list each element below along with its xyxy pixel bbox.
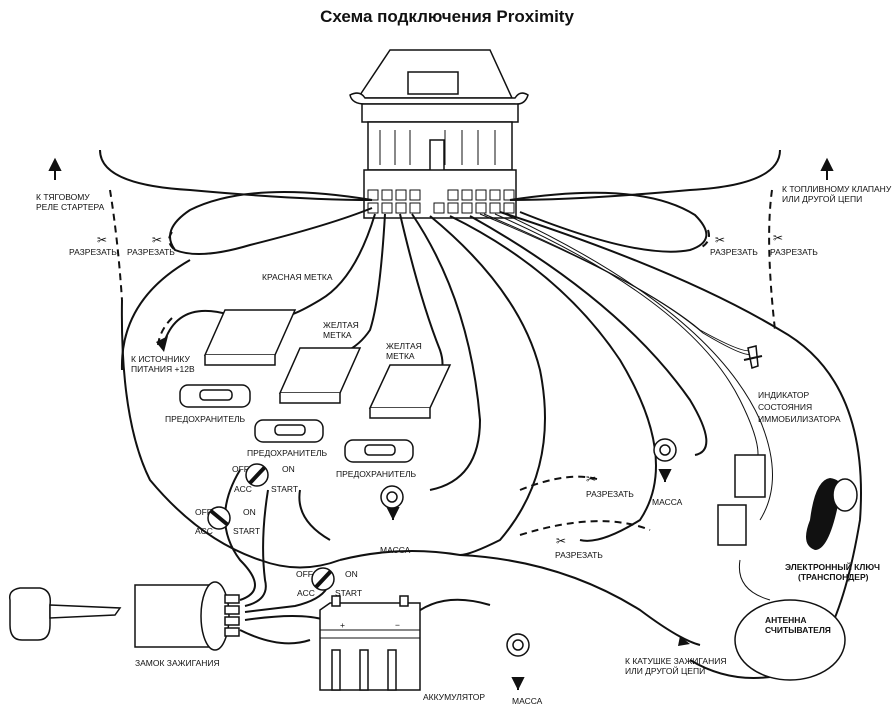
- label-cut: РАЗРЕЗАТЬ: [770, 247, 818, 257]
- switch-label-on: ON: [282, 464, 295, 474]
- switch-label-start: START: [335, 588, 362, 598]
- label-indicator: ИММОБИЛИЗАТОРА: [758, 414, 841, 424]
- fuses: [179, 384, 414, 463]
- transponder-parts: [717, 345, 858, 681]
- switch-label-start: START: [271, 484, 298, 494]
- scissors-icons: ✂ ✂ ✂ ✂ ✂ ✂: [97, 231, 783, 548]
- label-starter-relay: РЕЛЕ СТАРТЕРА: [36, 202, 105, 212]
- switch-label-acc: ACC: [297, 588, 315, 598]
- label-fuse: ПРЕДОХРАНИТЕЛЬ: [336, 469, 417, 479]
- switch-label-acc: ACC: [195, 526, 213, 536]
- label-indicator: ИНДИКАТОР: [758, 390, 809, 400]
- arrow-down-icon: [156, 336, 168, 352]
- label-antenna: СЧИТЫВАТЕЛЯ: [765, 625, 831, 635]
- switch-label-acc: ACC: [234, 484, 252, 494]
- label-yellow-mark: ЖЕЛТАЯ: [323, 320, 359, 330]
- label-yellow-mark: ЖЕЛТАЯ: [386, 341, 422, 351]
- switch-label-off: OFF: [232, 464, 249, 474]
- label-electronic-key: ЭЛЕКТРОННЫЙ КЛЮЧ: [785, 561, 880, 572]
- label-plus: +: [340, 620, 345, 630]
- switch-label-on: ON: [345, 569, 358, 579]
- arrow-up-icon: [48, 157, 62, 180]
- label-cut: РАЗРЕЗАТЬ: [555, 550, 603, 560]
- label-yellow-mark: МЕТКА: [386, 351, 415, 361]
- label-indicator: СОСТОЯНИЯ: [758, 402, 812, 412]
- label-fuse: ПРЕДОХРАНИТЕЛЬ: [247, 448, 328, 458]
- label-cut: РАЗРЕЗАТЬ: [127, 247, 175, 257]
- scissors-icon: ✂: [97, 233, 107, 247]
- diagram-title: Схема подключения Proximity: [320, 7, 574, 26]
- label-fuse: ПРЕДОХРАНИТЕЛЬ: [165, 414, 246, 424]
- label-red-mark: КРАСНАЯ МЕТКА: [262, 272, 333, 282]
- label-starter-relay: К ТЯГОВОМУ: [36, 192, 90, 202]
- label-fuel-valve: К ТОПЛИВНОМУ КЛАПАНУ: [782, 184, 892, 194]
- label-electronic-key: (ТРАНСПОНДЕР): [798, 572, 869, 582]
- ignition-switches: [207, 463, 335, 591]
- scissors-icon: ✂: [586, 472, 596, 486]
- label-ignition-lock: ЗАМОК ЗАЖИГАНИЯ: [135, 658, 220, 668]
- label-minus: −: [395, 620, 400, 630]
- label-cut: РАЗРЕЗАТЬ: [710, 247, 758, 257]
- label-ignition-coil: К КАТУШКЕ ЗАЖИГАНИЯ: [625, 656, 727, 666]
- switch-label-off: OFF: [296, 569, 313, 579]
- wires: [99, 149, 862, 679]
- label-battery: АККУМУЛЯТОР: [423, 692, 485, 702]
- switch-label-off: OFF: [195, 507, 212, 517]
- battery: [319, 595, 421, 691]
- ground-terminals: [380, 438, 677, 657]
- label-ground: МАССА: [652, 497, 683, 507]
- label-power-source: ПИТАНИЯ +12В: [131, 364, 195, 374]
- label-yellow-mark: МЕТКА: [323, 330, 352, 340]
- arrow-down-icon: [511, 677, 525, 691]
- scissors-icon: ✂: [715, 233, 725, 247]
- label-power-source: К ИСТОЧНИКУ: [131, 354, 190, 364]
- label-cut: РАЗРЕЗАТЬ: [69, 247, 117, 257]
- arrow-up-icon: [820, 157, 834, 180]
- label-antenna: АНТЕННА: [765, 615, 807, 625]
- switch-label-start: START: [233, 526, 260, 536]
- arrow-down-icon: [386, 507, 400, 521]
- immobilizer-control-unit: [349, 49, 529, 219]
- switch-label-on: ON: [243, 507, 256, 517]
- scissors-icon: ✂: [556, 534, 566, 548]
- ignition-lock: [8, 581, 240, 651]
- label-fuel-valve: ИЛИ ДРУГОЙ ЦЕПИ: [782, 193, 862, 204]
- label-cut: РАЗРЕЗАТЬ: [586, 489, 634, 499]
- scissors-icon: ✂: [152, 233, 162, 247]
- label-ignition-coil: ИЛИ ДРУГОЙ ЦЕПИ: [625, 665, 705, 676]
- arrow-down-icon: [658, 469, 672, 483]
- label-ground: МАССА: [512, 696, 543, 706]
- label-ground: МАССА: [380, 545, 411, 555]
- relay-connectors: [203, 309, 452, 419]
- arrow-icon: [678, 636, 690, 646]
- scissors-icon: ✂: [773, 231, 783, 245]
